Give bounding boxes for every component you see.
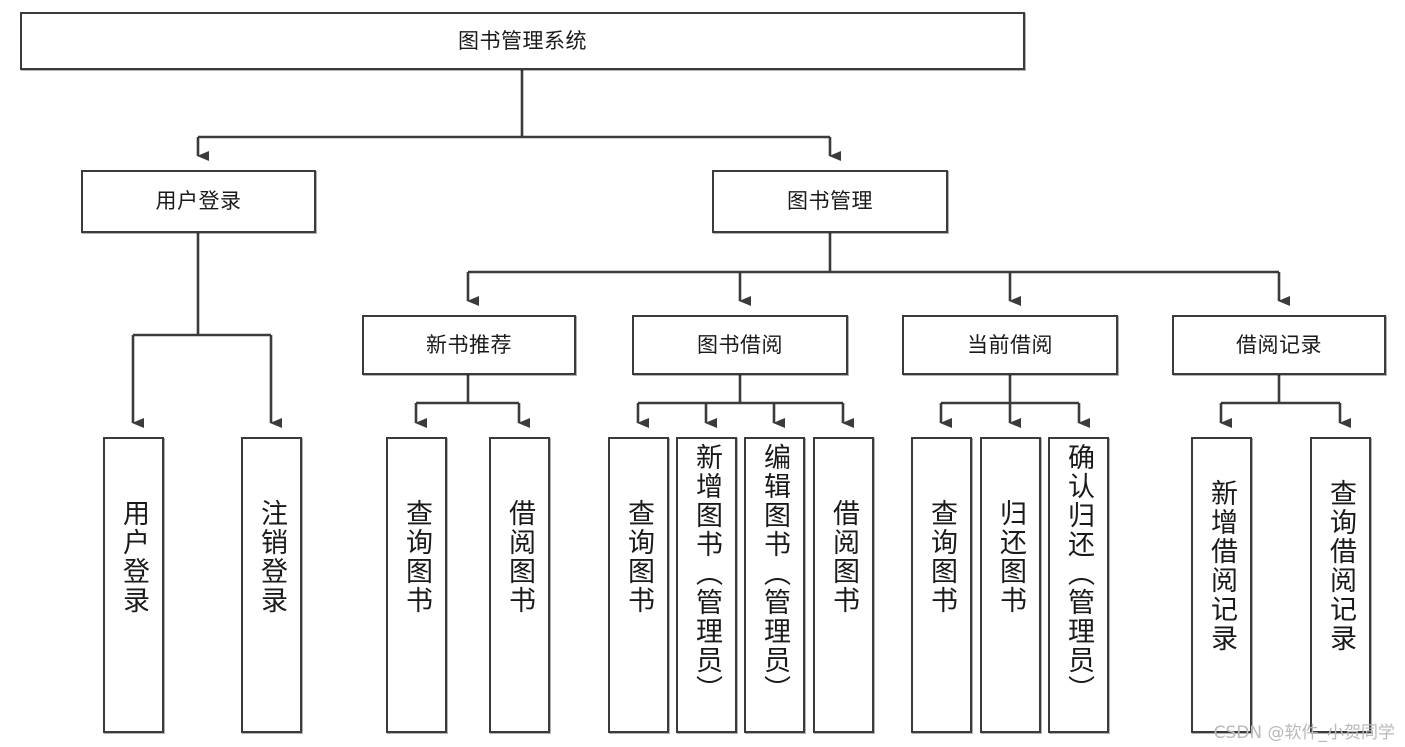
leaf-edit-book[interactable]: 编辑图书（管理员）: [744, 437, 805, 733]
leaf-query-book-2-label: 查询图书: [623, 499, 654, 615]
leaf-edit-book-label: 编辑图书（管理员）: [759, 443, 790, 704]
leaf-return-book[interactable]: 归还图书: [980, 437, 1041, 733]
leaf-add-record[interactable]: 新增借阅记录: [1191, 437, 1252, 733]
node-new-book-recommend-label: 新书推荐: [426, 332, 512, 357]
node-book-management[interactable]: 图书管理: [712, 170, 948, 233]
leaf-user-login[interactable]: 用户登录: [103, 437, 164, 733]
leaf-query-book-3-label: 查询图书: [926, 499, 957, 615]
leaf-query-record[interactable]: 查询借阅记录: [1310, 437, 1371, 733]
leaf-query-book-2[interactable]: 查询图书: [608, 437, 669, 733]
leaf-borrow-book-1-label: 借阅图书: [504, 499, 535, 615]
node-current-borrow[interactable]: 当前借阅: [902, 315, 1118, 375]
node-borrow-record[interactable]: 借阅记录: [1172, 315, 1386, 375]
leaf-logout-login-label: 注销登录: [256, 499, 287, 615]
leaf-query-book-3[interactable]: 查询图书: [911, 437, 972, 733]
node-book-management-label: 图书管理: [787, 189, 873, 214]
leaf-add-book[interactable]: 新增图书（管理员）: [676, 437, 737, 733]
leaf-add-record-label: 新增借阅记录: [1206, 479, 1237, 653]
leaf-logout-login[interactable]: 注销登录: [241, 437, 302, 733]
leaf-query-book-1-label: 查询图书: [401, 499, 432, 615]
leaf-query-book-1[interactable]: 查询图书: [386, 437, 447, 733]
node-user-login-label: 用户登录: [155, 189, 242, 214]
leaf-add-book-label: 新增图书（管理员）: [691, 443, 722, 704]
node-user-login[interactable]: 用户登录: [81, 170, 316, 233]
leaf-query-record-label: 查询借阅记录: [1325, 479, 1356, 653]
leaf-confirm-return[interactable]: 确认归还（管理员）: [1048, 437, 1109, 733]
leaf-borrow-book-2[interactable]: 借阅图书: [813, 437, 874, 733]
node-root-label: 图书管理系统: [458, 28, 587, 53]
node-book-borrow-label: 图书借阅: [697, 332, 783, 357]
leaf-borrow-book-2-label: 借阅图书: [828, 499, 859, 615]
leaf-user-login-label: 用户登录: [118, 499, 149, 615]
node-current-borrow-label: 当前借阅: [967, 332, 1053, 357]
leaf-confirm-return-label: 确认归还（管理员）: [1063, 443, 1094, 704]
node-borrow-record-label: 借阅记录: [1236, 332, 1322, 357]
node-book-borrow[interactable]: 图书借阅: [632, 315, 848, 375]
leaf-return-book-label: 归还图书: [995, 499, 1026, 615]
node-root[interactable]: 图书管理系统: [20, 12, 1025, 70]
node-new-book-recommend[interactable]: 新书推荐: [362, 315, 576, 375]
leaf-borrow-book-1[interactable]: 借阅图书: [489, 437, 550, 733]
